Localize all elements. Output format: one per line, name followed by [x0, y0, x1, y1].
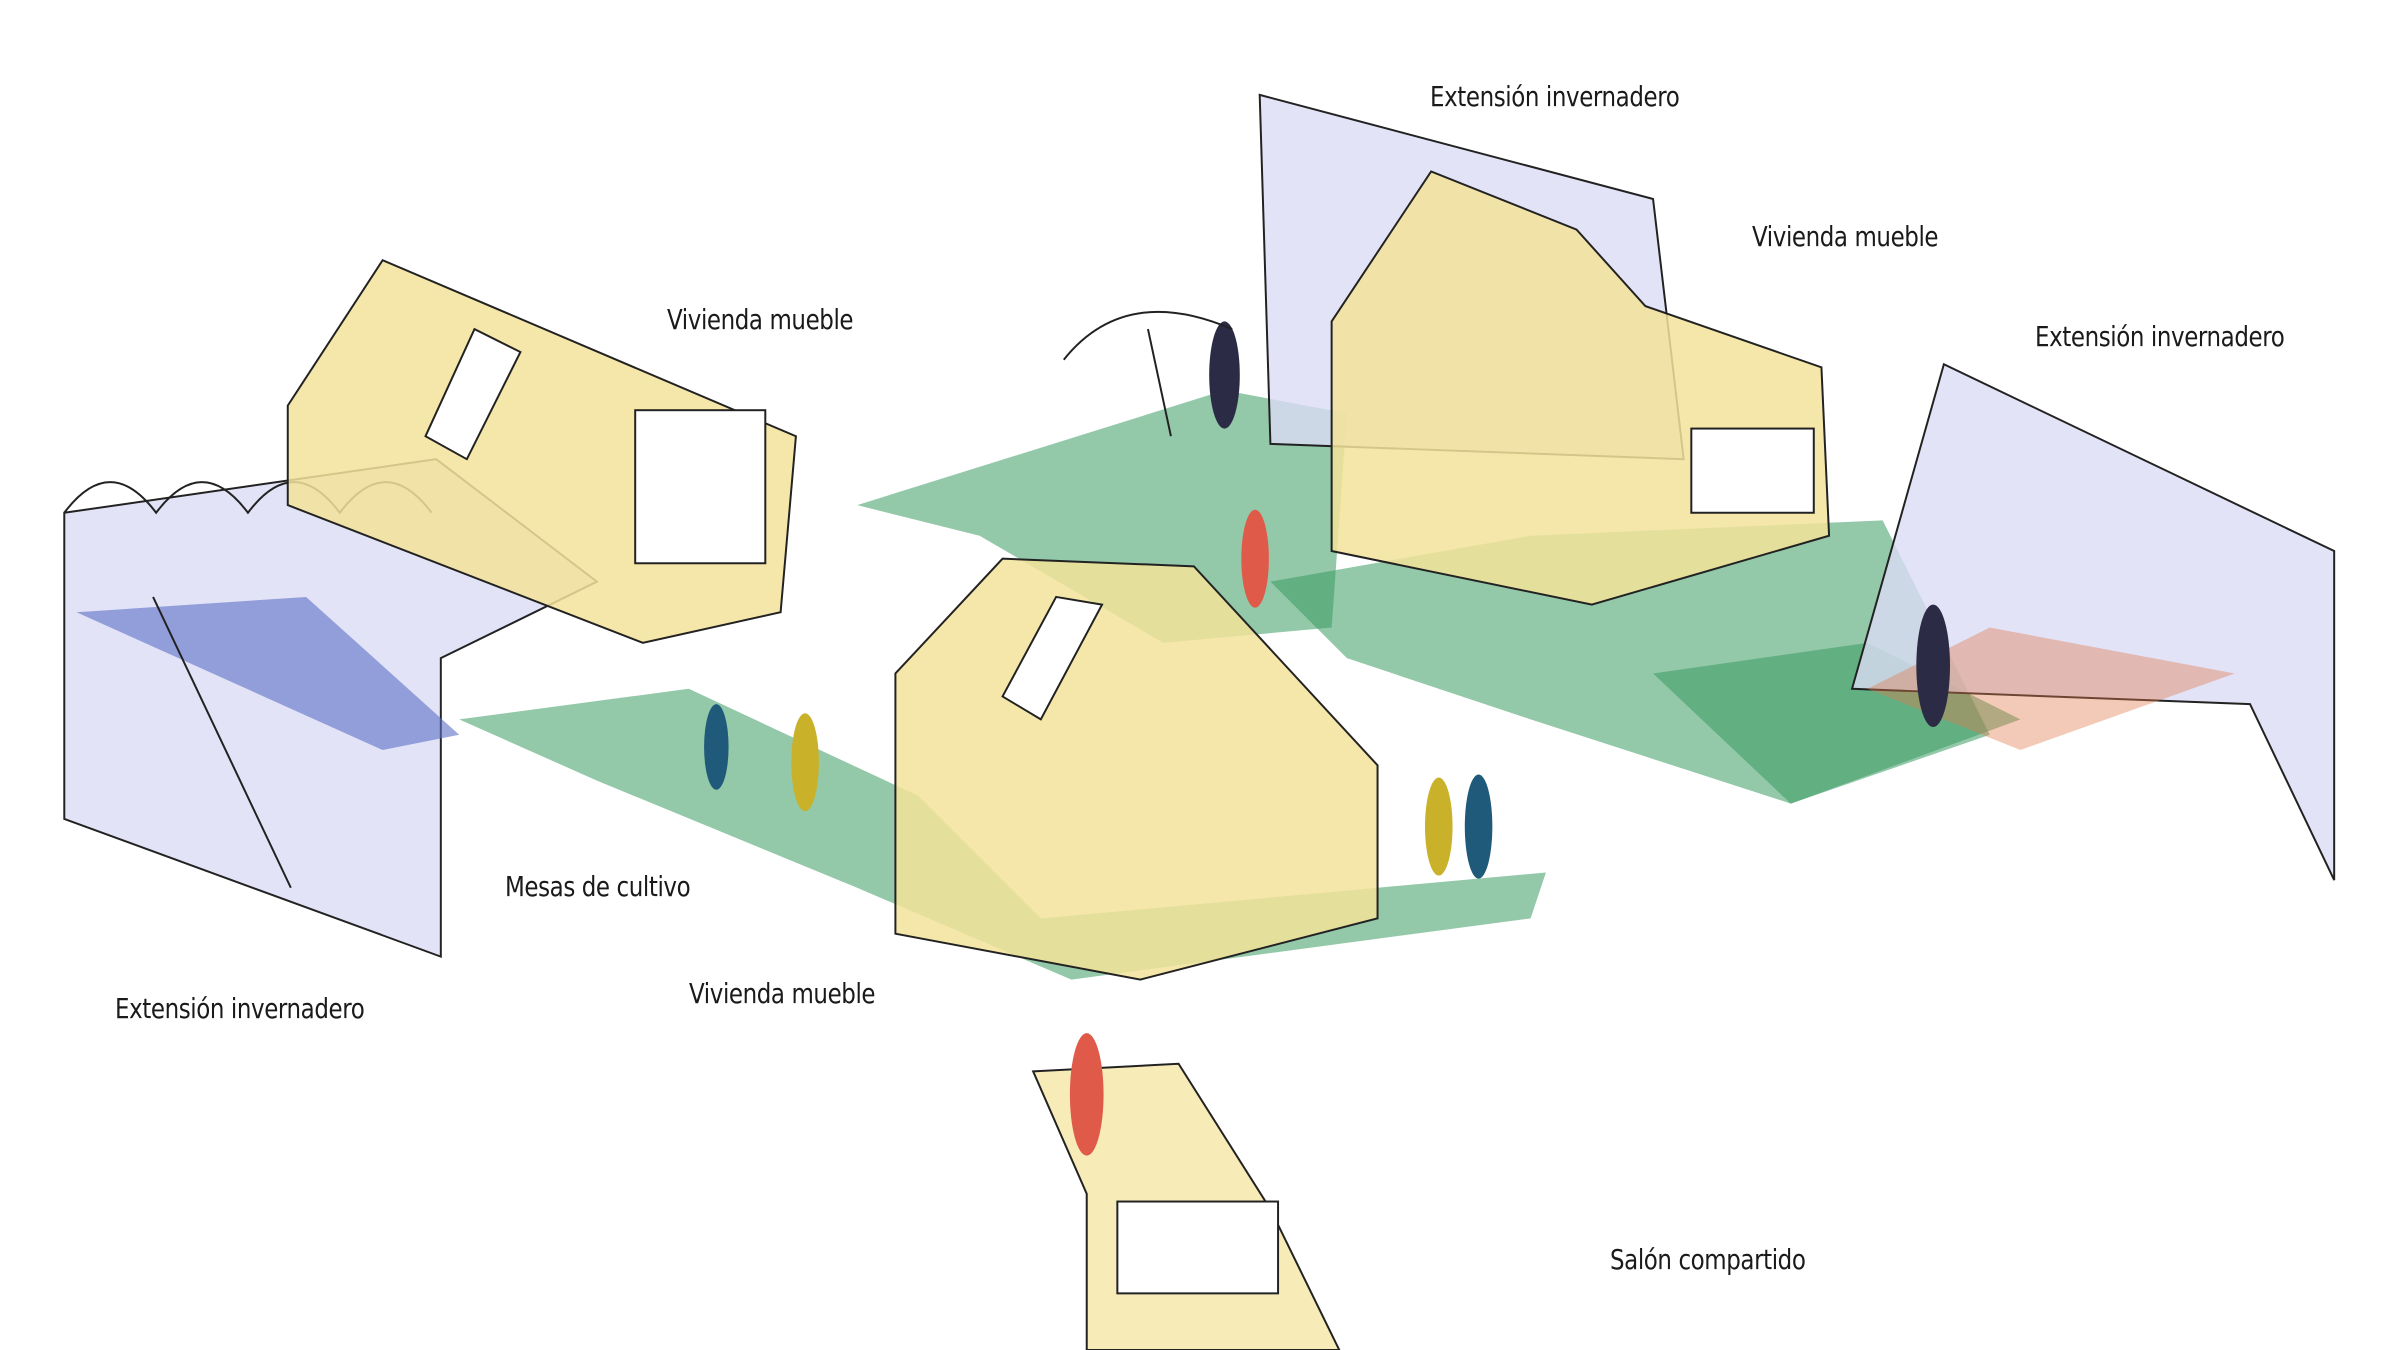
label-house-left: Vivienda mueble: [667, 303, 854, 336]
label-shared-lounge: Salón compartido: [1610, 1243, 1806, 1276]
label-greenhouse-left: Extensión invernadero: [115, 992, 365, 1025]
greenhouse-right: [1850, 362, 2336, 881]
label-greenhouse-top: Extensión invernadero: [1430, 80, 1680, 113]
label-greenhouse-right: Extensión invernadero: [2035, 320, 2285, 353]
label-growing-tables: Mesas de cultivo: [505, 870, 691, 903]
shared-lounge-sketch: [1031, 1062, 1341, 1350]
house-right: [1330, 170, 1831, 606]
label-house-center: Vivienda mueble: [689, 977, 876, 1010]
house-center: [894, 557, 1379, 981]
people-figures: [704, 321, 1950, 1156]
label-house-right: Vivienda mueble: [1752, 220, 1939, 253]
umbrella-sketch: [1062, 310, 1233, 437]
house-left: [286, 258, 797, 644]
